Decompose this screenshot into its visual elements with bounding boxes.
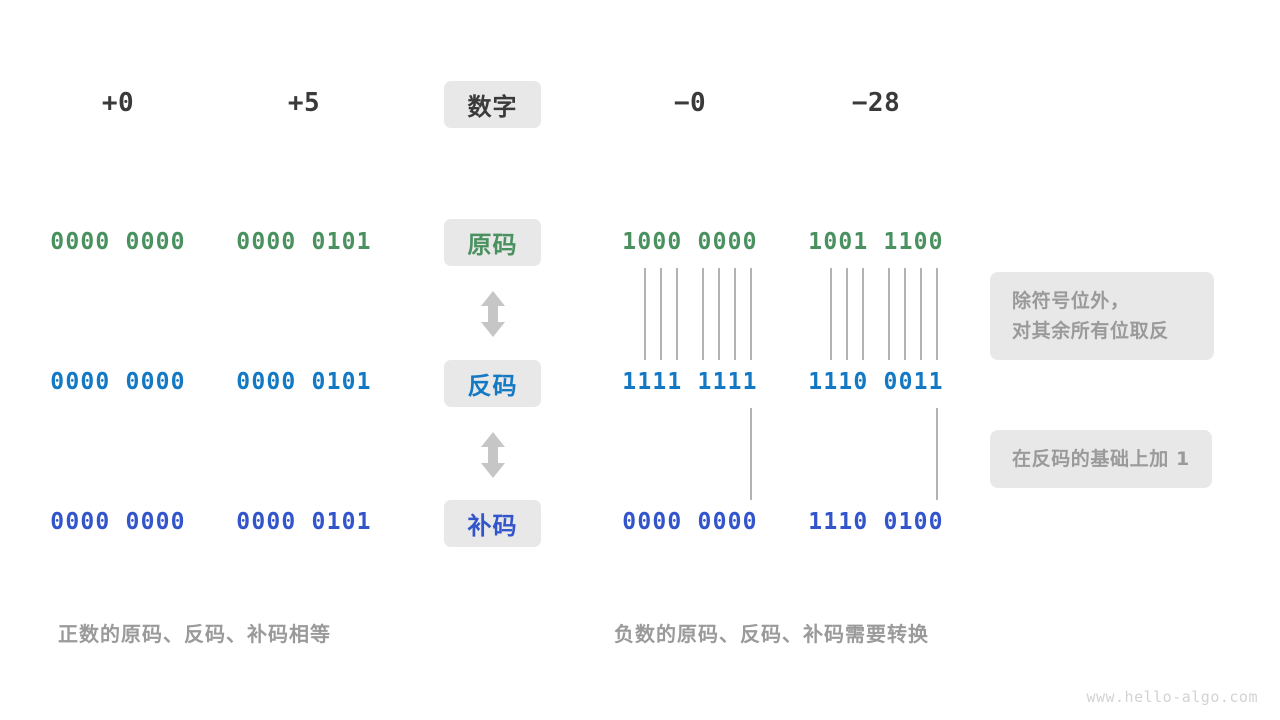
bits-buma-minus-zero: 0000 0000: [622, 509, 758, 535]
row-label-chip-fanma: 反码: [444, 360, 541, 407]
bits-yuanma-minus-twentyeight: 1001 1100: [808, 229, 944, 255]
row-label-chip-number: 数字: [444, 81, 541, 128]
column-header-minus-zero: −0: [673, 88, 707, 118]
row-label-chip-buma: 补码: [444, 500, 541, 547]
bits-yuanma-plus-five: 0000 0101: [236, 229, 372, 255]
updown-arrow-yuanma-fanma: [478, 289, 508, 343]
column-header-plus-five: +5: [287, 88, 321, 118]
row-label-chip-yuanma: 原码: [444, 219, 541, 266]
column-header-minus-twentyeight: −28: [851, 88, 901, 118]
bits-fanma-minus-zero: 1111 1111: [622, 369, 758, 395]
updown-arrow-fanma-buma: [478, 430, 508, 484]
note-invert-bits: 除符号位外， 对其余所有位取反: [990, 272, 1214, 360]
bits-fanma-plus-zero: 0000 0000: [50, 369, 186, 395]
caption-negative-convert: 负数的原码、反码、补码需要转换: [614, 622, 929, 646]
note-add-one: 在反码的基础上加 1: [990, 430, 1212, 488]
caption-positive-equal: 正数的原码、反码、补码相等: [58, 622, 331, 646]
bits-buma-plus-zero: 0000 0000: [50, 509, 186, 535]
bits-fanma-minus-twentyeight: 1110 0011: [808, 369, 944, 395]
bits-yuanma-minus-zero: 1000 0000: [622, 229, 758, 255]
bits-yuanma-plus-zero: 0000 0000: [50, 229, 186, 255]
column-header-plus-zero: +0: [101, 88, 135, 118]
site-watermark: www.hello-algo.com: [1086, 688, 1258, 706]
bits-buma-plus-five: 0000 0101: [236, 509, 372, 535]
bits-buma-minus-twentyeight: 1110 0100: [808, 509, 944, 535]
bits-fanma-plus-five: 0000 0101: [236, 369, 372, 395]
